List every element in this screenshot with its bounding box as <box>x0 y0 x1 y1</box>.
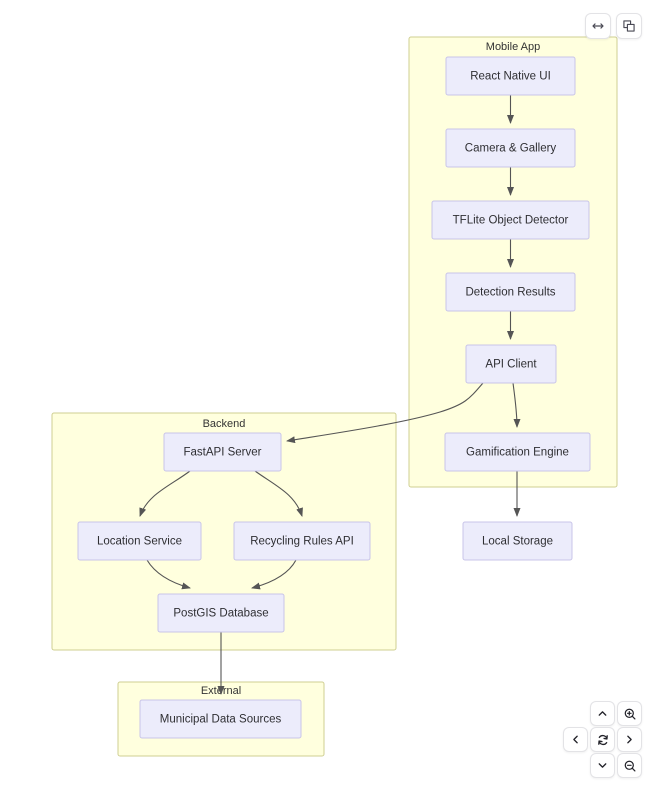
edge-fastapi_server-to-recycling_rules <box>254 470 303 517</box>
node-fastapi_server[interactable]: FastAPI Server <box>163 432 282 472</box>
edge-group <box>139 95 521 695</box>
zoom-in-icon <box>623 707 637 721</box>
cluster-label: Mobile App <box>486 41 540 53</box>
node-box[interactable] <box>445 272 576 312</box>
node-box[interactable] <box>157 593 285 633</box>
node-react_native_ui[interactable]: React Native UI <box>445 56 576 96</box>
node-label: TFLite Object Detector <box>453 215 569 227</box>
node-label: FastAPI Server <box>184 447 262 459</box>
node-label: Detection Results <box>465 287 555 299</box>
node-box[interactable] <box>233 521 371 561</box>
chevron-down-icon <box>596 759 609 772</box>
node-label: PostGIS Database <box>173 608 268 620</box>
node-local_storage[interactable]: Local Storage <box>462 521 573 561</box>
pan-down-button[interactable] <box>590 753 615 778</box>
cluster-box <box>408 36 618 488</box>
zoom-in-button[interactable] <box>617 701 642 726</box>
reset-icon <box>596 733 610 747</box>
chevron-up-icon <box>596 707 609 720</box>
edge-recycling_rules-to-postgis_db <box>251 559 297 590</box>
resize-horizontal-button[interactable] <box>585 13 611 39</box>
node-box[interactable] <box>462 521 573 561</box>
resize-horizontal-icon <box>591 19 605 33</box>
node-location_service[interactable]: Location Service <box>77 521 202 561</box>
node-box[interactable] <box>465 344 557 384</box>
node-label: Camera & Gallery <box>465 143 557 155</box>
node-municipal_data[interactable]: Municipal Data Sources <box>139 699 302 739</box>
node-box[interactable] <box>445 128 576 168</box>
chevron-left-icon <box>569 733 582 746</box>
edge-location_service-to-postgis_db <box>146 559 191 590</box>
edge-fastapi_server-to-location_service <box>139 470 191 517</box>
edge-api_client-to-fastapi_server <box>286 382 484 444</box>
cluster-backend: Backend <box>51 412 397 651</box>
node-box[interactable] <box>139 699 302 739</box>
cluster-label: Backend <box>203 418 246 430</box>
node-label: React Native UI <box>470 71 551 83</box>
node-label: Location Service <box>97 536 182 548</box>
node-camera_gallery[interactable]: Camera & Gallery <box>445 128 576 168</box>
node-label: Local Storage <box>482 536 553 548</box>
zoom-out-icon <box>623 759 637 773</box>
node-box[interactable] <box>431 200 590 240</box>
pan-right-button[interactable] <box>617 727 642 752</box>
node-detection_results[interactable]: Detection Results <box>445 272 576 312</box>
node-postgis_db[interactable]: PostGIS Database <box>157 593 285 633</box>
pan-left-button[interactable] <box>563 727 588 752</box>
cluster-box <box>51 412 397 651</box>
pan-up-button[interactable] <box>590 701 615 726</box>
node-api_client[interactable]: API Client <box>465 344 557 384</box>
zoom-out-button[interactable] <box>617 753 642 778</box>
copy-icon <box>622 19 636 33</box>
copy-button[interactable] <box>616 13 642 39</box>
node-box[interactable] <box>163 432 282 472</box>
node-box[interactable] <box>445 56 576 96</box>
node-box[interactable] <box>444 432 591 472</box>
node-label: Municipal Data Sources <box>160 714 282 726</box>
node-box[interactable] <box>77 521 202 561</box>
edge-api_client-to-gamification <box>512 382 521 428</box>
reset-view-button[interactable] <box>590 727 615 752</box>
node-label: API Client <box>485 359 537 371</box>
node-gamification[interactable]: Gamification Engine <box>444 432 591 472</box>
node-label: Gamification Engine <box>466 447 569 459</box>
chevron-right-icon <box>623 733 636 746</box>
cluster-mobile_app: Mobile App <box>408 36 618 488</box>
node-tflite_detector[interactable]: TFLite Object Detector <box>431 200 590 240</box>
node-label: Recycling Rules API <box>250 536 354 548</box>
node-recycling_rules[interactable]: Recycling Rules API <box>233 521 371 561</box>
